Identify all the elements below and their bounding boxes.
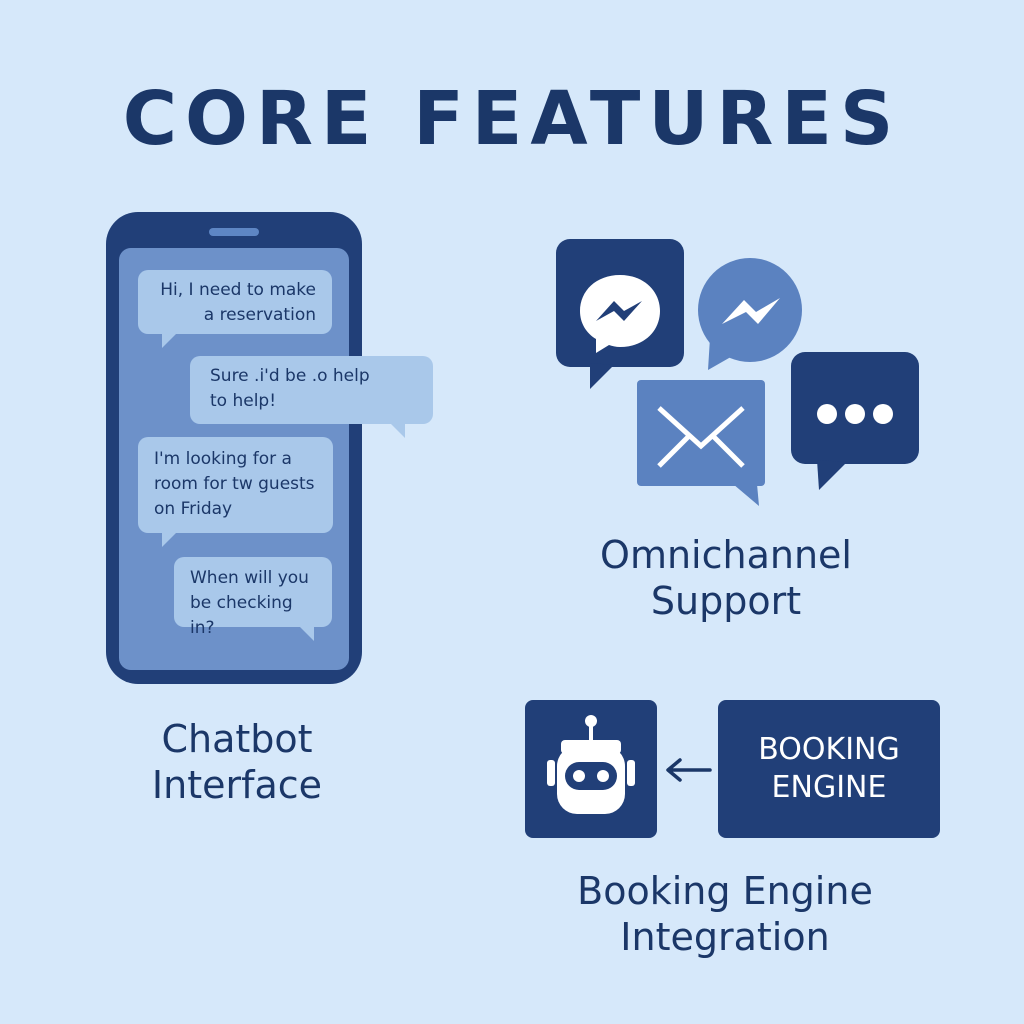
arrow-left-icon: [666, 758, 712, 782]
messenger-icon: [698, 258, 802, 370]
caption-line: Interface: [151, 763, 323, 807]
booking-engine-label-line: ENGINE: [771, 770, 887, 805]
chat-line: When will you: [190, 568, 309, 588]
caption-line: Booking Engine: [577, 869, 873, 913]
robot-tile: [525, 700, 657, 838]
chat-bubble-bot-2: When will you be checking in?: [174, 557, 332, 641]
booking-engine-integration-caption: Booking Engine Integration: [540, 868, 910, 960]
chat-line: be checking in?: [190, 593, 293, 638]
robot-icon: [547, 715, 635, 814]
caption-line: Support: [650, 579, 802, 623]
bubble-tail: [162, 531, 178, 547]
bubble-tail: [162, 332, 178, 348]
phone-speaker: [209, 228, 259, 236]
chat-dots-icon: [791, 352, 919, 490]
chat-line: a reservation: [203, 305, 316, 325]
caption-line: Integration: [620, 915, 830, 959]
chat-line: Sure .i'd be .o help: [210, 366, 370, 386]
chat-line: Hi, I need to make: [160, 280, 316, 300]
chat-bubble-user-2: I'm looking for a room for tw guests on …: [138, 437, 333, 547]
bubble-tail: [389, 422, 405, 438]
caption-line: Omnichannel: [600, 533, 852, 577]
envelope-icon: [637, 380, 765, 506]
omnichannel-support-caption: Omnichannel Support: [556, 532, 896, 624]
bubble-tail: [298, 625, 314, 641]
chat-line: I'm looking for a: [154, 449, 292, 469]
chat-line: room for tw guests: [154, 474, 315, 494]
chat-bubble-user-1: Hi, I need to make a reservation: [138, 270, 332, 348]
booking-engine-tile: BOOKING ENGINE: [718, 700, 940, 838]
booking-engine-label-line: BOOKING: [758, 732, 900, 767]
chat-line: on Friday: [154, 499, 233, 519]
chat-line: to help!: [210, 391, 277, 411]
page-title: CORE FEATURES: [122, 76, 902, 162]
chat-bubble-bot-1: Sure .i'd be .o help to help!: [190, 356, 433, 438]
caption-line: Chatbot: [161, 717, 313, 761]
messenger-icon: [556, 239, 684, 389]
chatbot-interface-caption: Chatbot Interface: [107, 716, 367, 808]
